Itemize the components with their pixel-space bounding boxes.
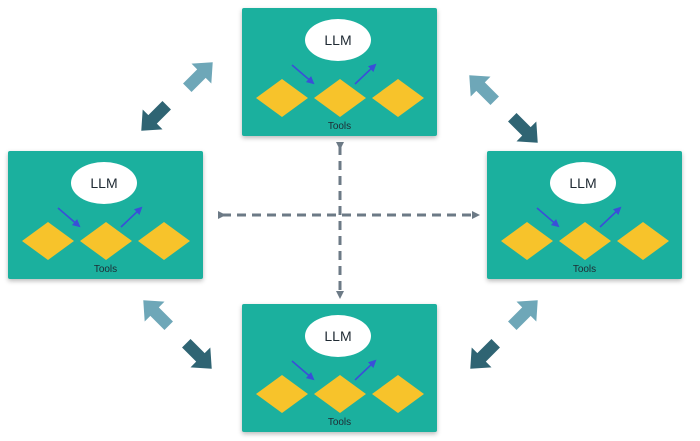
agent-panel-right: LLM Tools <box>487 151 682 279</box>
tools-graphic <box>22 206 190 260</box>
tools-label: Tools <box>572 264 597 275</box>
block-arrow-top-right-down <box>508 113 538 143</box>
llm-node: LLM <box>71 162 137 204</box>
tool-diamond <box>138 222 190 260</box>
tool-diamond <box>314 79 366 117</box>
tools-label: Tools <box>327 121 352 132</box>
tools-label: Tools <box>93 264 118 275</box>
block-arrow-top-right-up <box>469 75 499 105</box>
tool-diamond <box>314 375 366 413</box>
agent-panel-bottom: LLM Tools <box>242 304 437 432</box>
agent-panel-top: LLM Tools <box>242 8 437 136</box>
tool-diamond <box>617 222 669 260</box>
block-arrow-bottom-right-up <box>508 300 538 330</box>
tool-diamond <box>372 79 424 117</box>
flow-arrow-in <box>291 360 315 381</box>
flow-arrow-out <box>354 63 377 85</box>
flow-arrow-in <box>536 207 560 228</box>
llm-node: LLM <box>550 162 616 204</box>
flow-arrow-out <box>120 206 143 228</box>
flow-arrow-out <box>354 359 377 381</box>
tool-diamond <box>256 79 308 117</box>
tools-graphic <box>501 206 669 260</box>
tools-graphic <box>256 359 424 413</box>
tool-diamond <box>80 222 132 260</box>
tool-diamond <box>372 375 424 413</box>
tools-graphic <box>256 63 424 117</box>
flow-arrow-out <box>599 206 622 228</box>
block-arrow-bottom-right-down <box>470 339 500 369</box>
tools-label: Tools <box>327 417 352 428</box>
block-arrow-bottom-left-up <box>143 300 173 330</box>
tool-diamond <box>559 222 611 260</box>
tool-diamond <box>256 375 308 413</box>
block-arrow-bottom-left-down <box>182 339 212 369</box>
tool-diamond <box>22 222 74 260</box>
block-arrow-top-left-up <box>183 62 213 92</box>
agent-panel-left: LLM Tools <box>8 151 203 279</box>
tool-diamond <box>501 222 553 260</box>
flow-arrow-in <box>291 64 315 85</box>
flow-arrow-in <box>57 207 81 228</box>
block-arrow-top-left-down <box>141 101 171 131</box>
llm-node: LLM <box>305 315 371 357</box>
llm-node: LLM <box>305 19 371 61</box>
